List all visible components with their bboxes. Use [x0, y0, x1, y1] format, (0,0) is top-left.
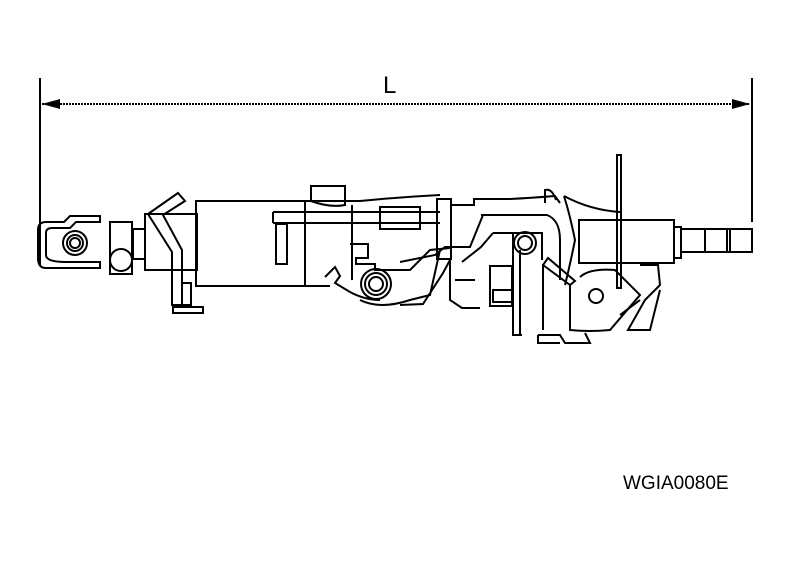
dimension-line-l	[39, 78, 753, 265]
figure-code: WGIA0080E	[623, 473, 729, 494]
universal-joint-yoke	[37, 215, 146, 275]
upper-shaft	[563, 154, 753, 331]
column-housing	[399, 188, 642, 344]
dimension-label-l: L	[383, 72, 397, 99]
column-jacket	[195, 185, 451, 306]
tilt-bracket	[144, 191, 204, 314]
